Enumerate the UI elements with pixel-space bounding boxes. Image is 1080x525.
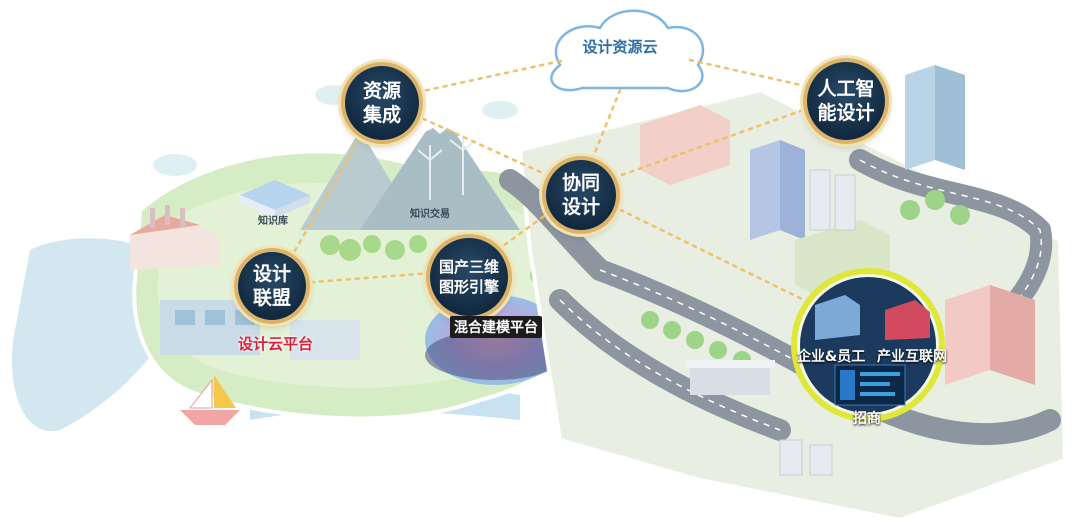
design-alliance-node[interactable]: 设计 联盟	[238, 252, 306, 320]
resource-integration-label: 资源 集成	[362, 80, 401, 126]
mountain-snow	[425, 110, 455, 134]
hybrid-modeling-platform-label: 混合建模平台	[450, 316, 542, 338]
ai-design-label: 人工智 能设计	[817, 78, 875, 124]
wind-turbines	[417, 135, 477, 200]
knowledge-base-label: 知识库	[258, 216, 288, 227]
collaborative-design-label: 协同 设计	[561, 172, 600, 218]
ai-design-node[interactable]: 人工智 能设计	[807, 62, 885, 140]
toll-station	[685, 360, 775, 395]
design-resource-cloud-label: 设计资源云	[582, 38, 658, 56]
design-alliance-label: 设计 联盟	[252, 263, 291, 309]
design-cloud-facility	[160, 300, 360, 360]
industrial-internet-label: 产业互联网	[877, 349, 947, 365]
knowledge-base-book	[240, 180, 310, 218]
sailboat	[180, 375, 240, 425]
resource-integration-node[interactable]: 资源 集成	[345, 66, 419, 140]
collaborative-design-node[interactable]: 协同 设计	[546, 160, 616, 230]
storage-tanks	[779, 169, 856, 476]
city-trees	[641, 190, 970, 369]
city-buildings	[640, 65, 1035, 385]
graphics-engine-node[interactable]: 国产三维 图形引擎	[430, 238, 508, 316]
design-resource-cloud	[550, 9, 705, 93]
factory-icon-red	[885, 300, 930, 340]
mountain-2	[360, 110, 520, 230]
factory-icon-blue	[815, 295, 860, 340]
enterprise-staff-label: 企业&员工	[797, 349, 866, 365]
road-markings	[559, 159, 1042, 431]
design-cloud-platform-label: 设计云平台	[238, 335, 314, 353]
graphics-engine-label: 国产三维 图形引擎	[438, 258, 499, 296]
investment-label: 招商	[853, 411, 881, 427]
knowledge-trade-label: 知识交易	[410, 209, 450, 220]
factory-left	[130, 205, 220, 270]
